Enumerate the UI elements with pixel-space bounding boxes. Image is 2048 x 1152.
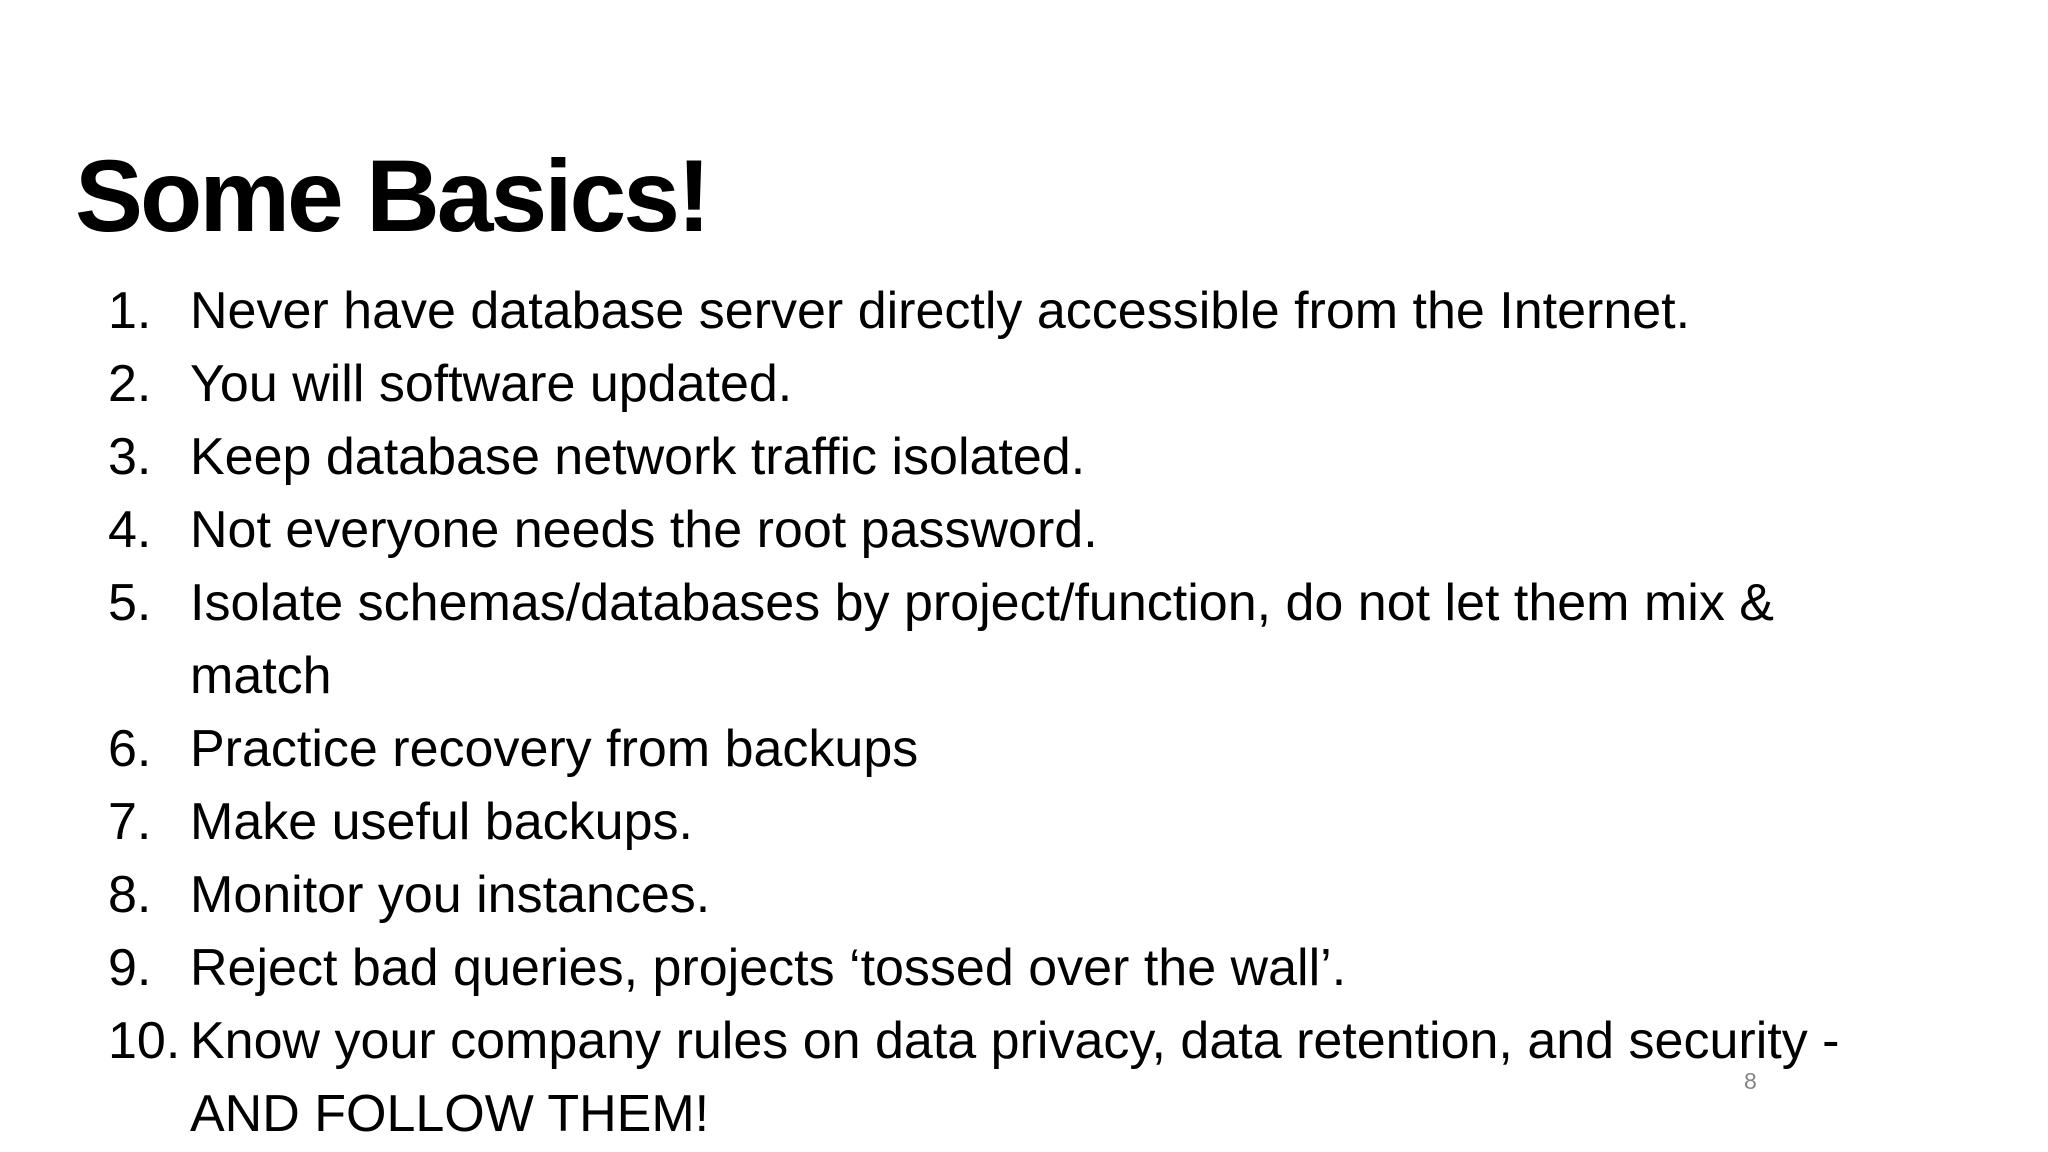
item-text: Not everyone needs the root password. bbox=[190, 501, 1098, 559]
item-number: 3. bbox=[108, 428, 152, 486]
item-number: 4. bbox=[108, 501, 152, 559]
item-number: 8. bbox=[108, 866, 152, 924]
item-text: Keep database network traffic isolated. bbox=[190, 428, 1086, 486]
item-number: 9. bbox=[108, 939, 152, 997]
basics-list: 1. Never have database server directly a… bbox=[108, 275, 1988, 1151]
item-number: 7. bbox=[108, 793, 152, 851]
item-text: Practice recovery from backups bbox=[190, 720, 919, 778]
item-number: 6. bbox=[108, 720, 152, 778]
item-text: Isolate schemas/databases by project/fun… bbox=[190, 574, 1774, 705]
item-number: 1. bbox=[108, 282, 152, 340]
item-text: Never have database server directly acce… bbox=[190, 282, 1691, 340]
item-text: Monitor you instances. bbox=[190, 866, 711, 924]
page-title: Some Basics! bbox=[75, 139, 711, 254]
list-item: 3. Keep database network traffic isolate… bbox=[108, 421, 1988, 494]
item-text: Make useful backups. bbox=[190, 793, 693, 851]
list-item: 7. Make useful backups. bbox=[108, 786, 1988, 859]
list-item: 5. Isolate schemas/databases by project/… bbox=[108, 567, 1988, 713]
page-number: 8 bbox=[1744, 1068, 1757, 1094]
item-text: Reject bad queries, projects ‘tossed ove… bbox=[190, 939, 1347, 997]
item-number: 2. bbox=[108, 355, 152, 413]
list-item: 4. Not everyone needs the root password. bbox=[108, 494, 1988, 567]
list-item: 6. Practice recovery from backups bbox=[108, 713, 1988, 786]
item-text: Know your company rules on data privacy,… bbox=[190, 1012, 1840, 1143]
item-number: 10. bbox=[108, 1012, 181, 1070]
item-text: You will software updated. bbox=[190, 355, 793, 413]
item-number: 5. bbox=[108, 574, 152, 632]
list-item: 1. Never have database server directly a… bbox=[108, 275, 1988, 348]
list-item: 10. Know your company rules on data priv… bbox=[108, 1005, 1988, 1151]
list-item: 8. Monitor you instances. bbox=[108, 859, 1988, 932]
list-item: 9. Reject bad queries, projects ‘tossed … bbox=[108, 932, 1988, 1005]
list-item: 2. You will software updated. bbox=[108, 348, 1988, 421]
